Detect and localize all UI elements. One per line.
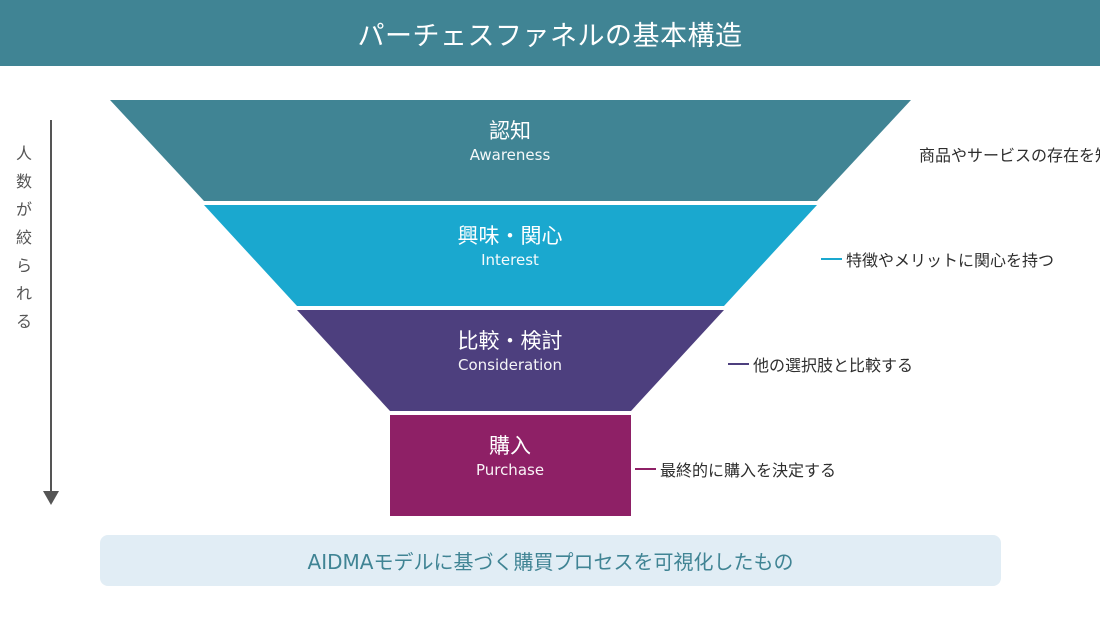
stage-title: 比較・検討 xyxy=(457,329,563,353)
footer-note-text: AIDMAモデルに基づく購買プロセスを可視化したもの xyxy=(307,550,794,574)
leader-line xyxy=(635,468,656,470)
side-label: 人 数 が 絞 ら れ る xyxy=(14,140,34,336)
funnel-stage-interest xyxy=(204,205,817,306)
page-title: パーチェスファネルの基本構造 xyxy=(357,20,743,52)
stage-subtitle: Awareness xyxy=(469,146,551,164)
stage-label-awareness: 認知 Awareness xyxy=(390,117,630,165)
stage-description-awareness: 商品やサービスの存在を知る xyxy=(915,142,1100,166)
description-text: 特徴やメリットに関心を持つ xyxy=(846,251,1055,270)
description-text: 商品やサービスの存在を知る xyxy=(919,146,1100,165)
stage-title: 興味・関心 xyxy=(457,224,563,248)
funnel-stage-awareness xyxy=(110,100,911,201)
description-text: 最終的に購入を決定する xyxy=(660,461,837,480)
stage-title: 認知 xyxy=(489,119,531,143)
funnel-stage-consideration xyxy=(297,310,724,411)
stage-label-purchase: 購入 Purchase xyxy=(390,432,630,480)
leader-line xyxy=(821,258,842,260)
stage-subtitle: Consideration xyxy=(458,356,562,374)
side-label-char: 人 xyxy=(15,144,32,163)
stage-description-consideration: 他の選択肢と比較する xyxy=(728,352,913,376)
stage-subtitle: Interest xyxy=(481,251,539,269)
description-text: 他の選択肢と比較する xyxy=(753,356,914,375)
leader-line xyxy=(728,363,749,365)
side-label-char: ら xyxy=(15,256,32,275)
stage-description-purchase: 最終的に購入を決定する xyxy=(635,457,836,481)
stage-label-consideration: 比較・検討 Consideration xyxy=(390,327,630,375)
stage-description-interest: 特徴やメリットに関心を持つ xyxy=(821,247,1054,271)
side-label-char: れ xyxy=(15,284,32,303)
funnel-stage-purchase xyxy=(390,415,631,516)
side-label-char: 数 xyxy=(15,172,32,191)
stage-title: 購入 xyxy=(489,434,531,458)
side-label-char: 絞 xyxy=(15,228,32,247)
footer-note: AIDMAモデルに基づく購買プロセスを可視化したもの xyxy=(100,535,1001,586)
side-label-char: が xyxy=(15,200,32,219)
stage-subtitle: Purchase xyxy=(475,461,545,479)
header-bar: パーチェスファネルの基本構造 xyxy=(0,0,1100,66)
side-label-char: る xyxy=(15,312,32,331)
stage-label-interest: 興味・関心 Interest xyxy=(390,222,630,270)
down-arrow-head xyxy=(43,491,59,505)
